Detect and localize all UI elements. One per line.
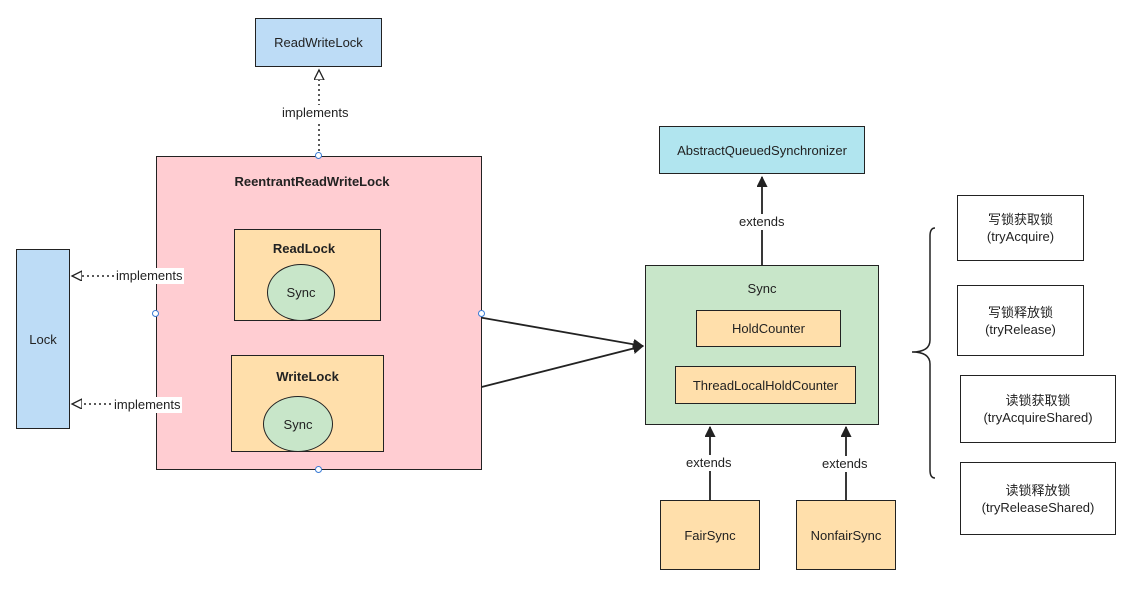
aqs-label: AbstractQueuedSynchronizer [677, 142, 847, 158]
lock-label: Lock [29, 331, 57, 347]
note-title: 写锁释放锁 [987, 304, 1053, 320]
lock-node[interactable]: Lock [16, 249, 70, 429]
anchor-point[interactable] [315, 466, 322, 473]
note-method: (tryReleaseShared) [981, 499, 1095, 515]
curly-brace [911, 227, 936, 479]
note-write-release[interactable]: 写锁释放锁 (tryRelease) [957, 285, 1084, 356]
extends-label-nonfairsync: extends [820, 456, 870, 472]
extends-label-aqs: extends [737, 214, 787, 230]
extends-label-fairsync: extends [684, 455, 734, 471]
hold-counter-label: HoldCounter [732, 321, 805, 336]
note-read-release[interactable]: 读锁释放锁 (tryReleaseShared) [960, 462, 1116, 535]
nonfair-sync-node[interactable]: NonfairSync [796, 500, 896, 570]
note-write-acquire[interactable]: 写锁获取锁 (tryAcquire) [957, 195, 1084, 261]
aqs-node[interactable]: AbstractQueuedSynchronizer [659, 126, 865, 174]
anchor-point[interactable] [152, 310, 159, 317]
implements-label-rwl: implements [280, 105, 351, 121]
anchor-point[interactable] [315, 152, 322, 159]
implements-label-writelock: implements [112, 397, 183, 413]
note-title: 写锁获取锁 [987, 212, 1053, 227]
fair-sync-label: FairSync [684, 527, 736, 543]
nonfair-sync-label: NonfairSync [810, 527, 882, 543]
write-lock-sync-ellipse[interactable]: Sync [263, 396, 333, 452]
thread-local-hold-counter-node[interactable]: ThreadLocalHoldCounter [675, 366, 856, 404]
thread-local-hold-counter-label: ThreadLocalHoldCounter [692, 377, 839, 393]
note-title: 读锁获取锁 [1005, 393, 1071, 408]
note-read-acquire[interactable]: 读锁获取锁 (tryAcquireShared) [960, 375, 1116, 443]
read-write-lock-node[interactable]: ReadWriteLock [255, 18, 382, 67]
write-lock-title: WriteLock [276, 369, 339, 384]
note-title: 读锁释放锁 [1005, 482, 1071, 498]
read-lock-sync-label: Sync [286, 285, 316, 300]
implements-label-readlock: implements [114, 268, 185, 284]
sync-title: Sync [747, 281, 777, 296]
read-write-lock-label: ReadWriteLock [274, 35, 363, 50]
read-lock-title: ReadLock [272, 241, 336, 256]
note-method: (tryAcquire) [986, 229, 1055, 244]
reentrant-rw-lock-title: ReentrantReadWriteLock [234, 174, 390, 189]
fair-sync-node[interactable]: FairSync [660, 500, 760, 570]
hold-counter-node[interactable]: HoldCounter [696, 310, 841, 347]
anchor-point[interactable] [478, 310, 485, 317]
read-lock-sync-ellipse[interactable]: Sync [267, 264, 335, 321]
note-method: (tryRelease) [985, 321, 1056, 337]
write-lock-sync-label: Sync [283, 416, 313, 432]
note-method: (tryAcquireShared) [983, 410, 1093, 425]
